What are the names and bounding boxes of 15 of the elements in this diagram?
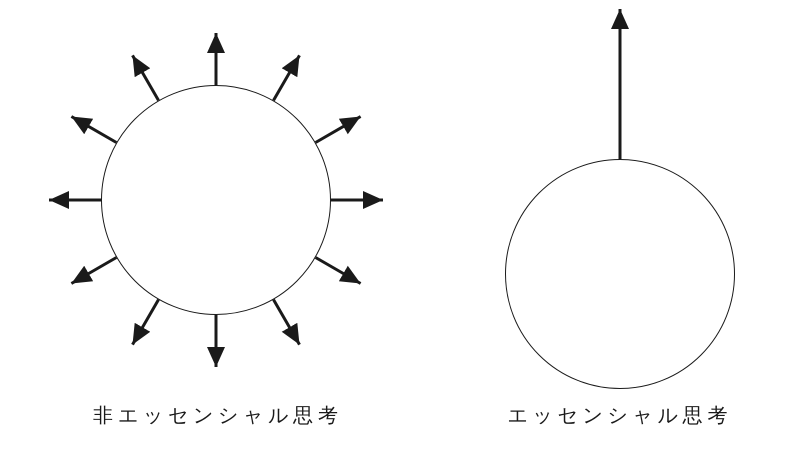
arrow <box>314 256 362 285</box>
arrow <box>272 298 301 346</box>
arrow <box>207 315 225 367</box>
arrow <box>49 191 101 209</box>
arrow <box>272 54 301 102</box>
arrow <box>131 54 160 102</box>
arrow <box>70 256 118 285</box>
arrow <box>70 115 118 144</box>
caption: エッセンシャル思考 <box>508 402 732 428</box>
arrow <box>207 33 225 85</box>
caption: 非エッセンシャル思考 <box>93 402 343 428</box>
arrow <box>331 191 383 209</box>
arrow <box>314 115 362 144</box>
arrow <box>131 298 160 346</box>
arrow <box>611 9 629 159</box>
